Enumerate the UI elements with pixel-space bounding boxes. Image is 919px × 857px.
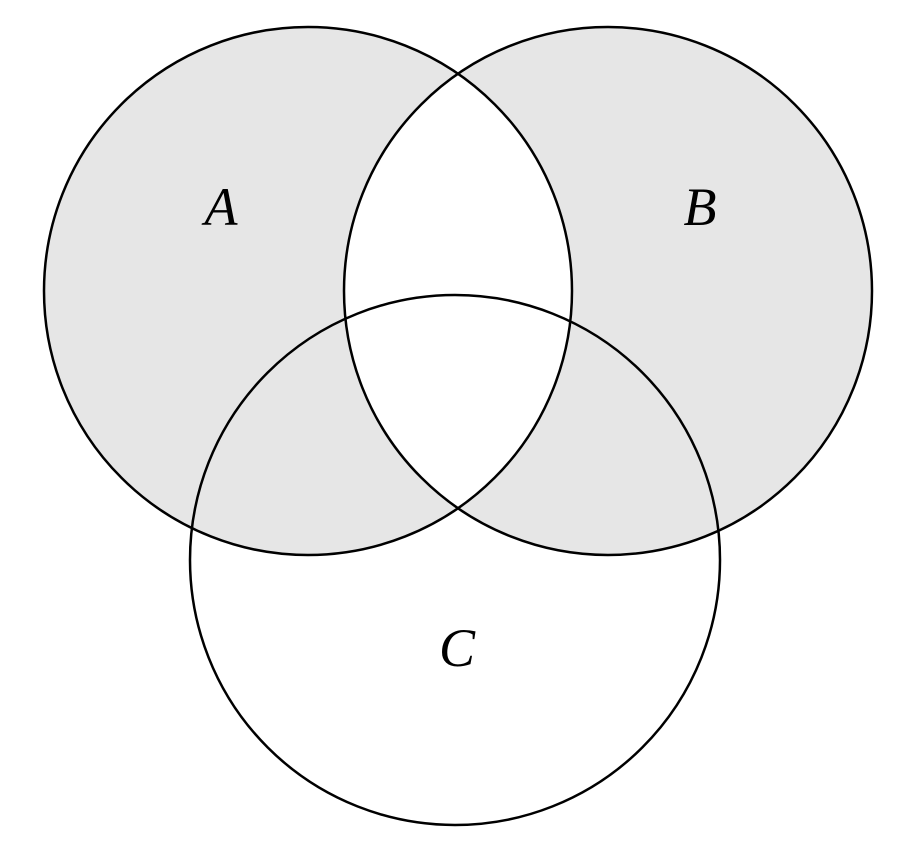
circle-outline-a[interactable] (42, 25, 574, 557)
set-label-c: C (439, 618, 476, 678)
set-label-b: B (684, 177, 717, 237)
set-label-a: A (202, 177, 239, 237)
circle-outline-b[interactable] (342, 25, 874, 557)
circle-outline-c[interactable] (188, 293, 722, 827)
